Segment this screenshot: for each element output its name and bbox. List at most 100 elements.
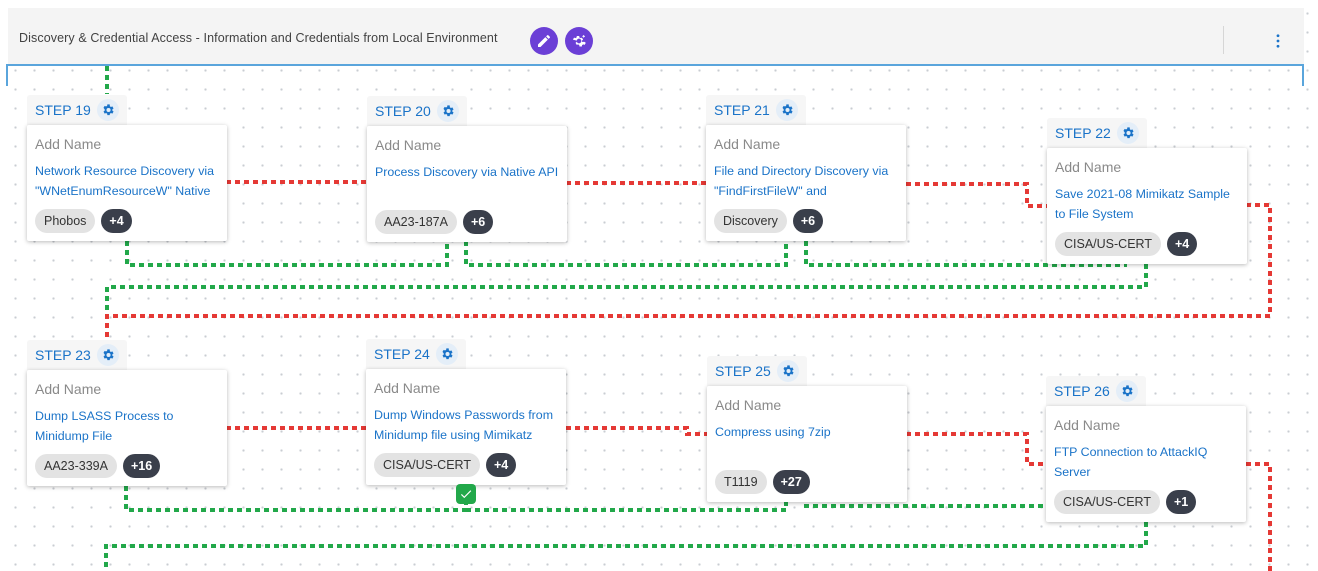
step-tab: STEP 20 [367,96,467,126]
step-card[interactable]: Add Name Dump LSASS Process to Minidump … [27,370,227,486]
step-label: STEP 22 [1055,125,1111,141]
more-tags-chip[interactable]: +4 [101,209,132,233]
step-name[interactable]: Add Name [1055,159,1122,175]
group-border-left [6,64,8,86]
step-test-link[interactable]: Process Discovery via Native API [375,165,559,179]
gear-icon [782,104,793,116]
tag-row: AA23-187A +6 [375,210,494,234]
step-settings-button[interactable] [96,344,119,366]
gear-icon [783,365,794,377]
success-connector [804,241,1127,267]
step-node[interactable]: STEP 21 Add Name File and Directory Disc… [706,95,906,241]
tag-chip[interactable]: AA23-339A [35,454,117,478]
failure-connector [906,182,1047,208]
group-border-right [1302,64,1304,86]
step-settings-button[interactable] [96,99,119,121]
more-tags-chip[interactable]: +6 [462,210,494,234]
gear-icon [1123,127,1134,139]
step-test-link[interactable]: File and Directory Discovery via "FindFi… [714,164,889,198]
tag-row: CISA/US-CERT +1 [1054,490,1197,514]
step-name[interactable]: Add Name [715,397,782,413]
step-label: STEP 25 [715,363,771,379]
success-connector [104,522,1148,571]
step-node[interactable]: STEP 24 Add Name Dump Windows Passwords … [366,339,566,504]
success-connector [125,241,449,267]
step-card[interactable]: Add Name Process Discovery via Native AP… [367,126,567,242]
step-node[interactable]: STEP 19 Add Name Network Resource Discov… [27,95,227,241]
step-settings-button[interactable] [435,343,458,365]
step-tab: STEP 26 [1046,376,1146,406]
settings-add-button[interactable] [565,27,593,55]
step-card[interactable]: Add Name Save 2021-08 Mimikatz Sample to… [1047,148,1247,264]
step-settings-button[interactable] [1115,380,1138,402]
tag-row: CISA/US-CERT +4 [374,453,517,477]
step-node[interactable]: STEP 25 Add Name Compress using 7zip T11… [707,356,907,502]
tag-chip[interactable]: CISA/US-CERT [1055,232,1161,256]
success-connector [105,264,1148,340]
tag-row: AA23-339A +16 [35,454,161,478]
step-node[interactable]: STEP 20 Add Name Process Discovery via N… [367,96,567,242]
edit-button[interactable] [530,27,558,55]
gear-icon [443,105,454,117]
step-test-link[interactable]: Compress using 7zip [715,425,831,439]
step-tab: STEP 19 [27,95,127,125]
failure-connector [105,203,1272,340]
step-test-link[interactable]: Dump Windows Passwords from Minidump fil… [374,408,554,442]
step-node[interactable]: STEP 22 Add Name Save 2021-08 Mimikatz S… [1047,118,1247,264]
step-name[interactable]: Add Name [1054,417,1121,433]
step-tab: STEP 21 [706,95,806,125]
scenario-header: Discovery & Credential Access - Informat… [8,8,1304,66]
step-name[interactable]: Add Name [35,136,102,152]
step-name[interactable]: Add Name [374,380,441,396]
more-tags-chip[interactable]: +4 [485,453,517,477]
step-tab: STEP 22 [1047,118,1147,148]
kebab-icon [1276,34,1280,48]
step-card[interactable]: Add Name File and Directory Discovery vi… [706,125,906,241]
gear-icon [103,349,114,361]
tag-chip[interactable]: AA23-187A [375,210,457,234]
tag-chip[interactable]: CISA/US-CERT [1054,490,1160,514]
success-connector [124,486,468,512]
step-settings-button[interactable] [436,100,459,122]
more-tags-chip[interactable]: +1 [1165,490,1197,514]
tag-row: Phobos +4 [35,209,132,233]
more-tags-chip[interactable]: +16 [122,454,161,478]
step-test-link[interactable]: Dump LSASS Process to Minidump File [35,409,174,443]
step-card[interactable]: Add Name FTP Connection to AttackIQ Serv… [1046,406,1246,522]
more-tags-chip[interactable]: +27 [772,470,810,494]
step-settings-button[interactable] [1116,122,1139,144]
step-name[interactable]: Add Name [35,381,102,397]
step-test-link[interactable]: FTP Connection to AttackIQ Server [1054,445,1208,479]
more-tags-chip[interactable]: +6 [792,209,824,233]
step-card[interactable]: Add Name Network Resource Discovery via … [27,125,227,241]
step-label: STEP 26 [1054,383,1110,399]
gear-icon [1122,385,1133,397]
tag-chip[interactable]: Discovery [714,209,787,233]
more-tags-chip[interactable]: +4 [1166,232,1198,256]
failure-connector [1246,462,1272,571]
tag-chip[interactable]: T1119 [715,470,767,494]
pencil-icon [538,34,551,47]
step-tab: STEP 23 [27,340,127,370]
step-card[interactable]: Add Name Compress using 7zip T1119 +27 [707,386,907,502]
step-card[interactable]: Add Name Dump Windows Passwords from Min… [366,369,566,485]
failure-connector [906,432,1047,466]
tag-row: Discovery +6 [714,209,824,233]
step-label: STEP 19 [35,102,91,118]
step-name[interactable]: Add Name [375,137,442,153]
tag-chip[interactable]: CISA/US-CERT [374,453,480,477]
tag-chip[interactable]: Phobos [35,209,96,233]
step-tab: STEP 24 [366,339,466,369]
step-test-link[interactable]: Network Resource Discovery via "WNetEnum… [35,164,215,198]
failure-connector [566,426,707,436]
more-options-button[interactable] [1270,30,1286,52]
step-node[interactable]: STEP 26 Add Name FTP Connection to Attac… [1046,376,1246,522]
gear-icon [103,104,114,116]
step-settings-button[interactable] [776,360,799,382]
step-label: STEP 20 [375,103,431,119]
step-settings-button[interactable] [775,99,798,121]
step-test-link[interactable]: Save 2021-08 Mimikatz Sample to File Sys… [1055,187,1230,221]
step-name[interactable]: Add Name [714,136,781,152]
step-node[interactable]: STEP 23 Add Name Dump LSASS Process to M… [27,340,227,486]
